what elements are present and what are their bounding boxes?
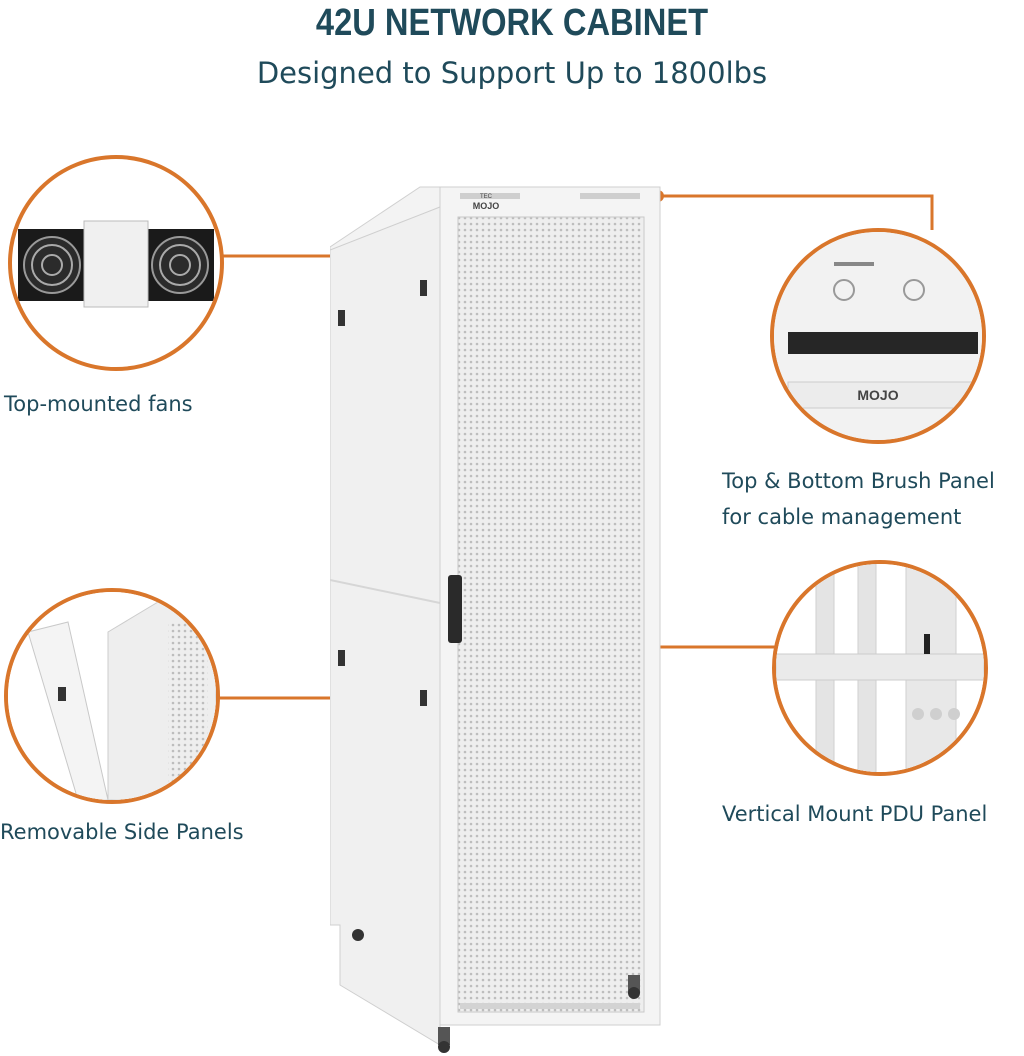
pdu-panel-illustration xyxy=(776,564,984,772)
callout-label-side-panels: Removable Side Panels xyxy=(0,820,244,844)
fan-unit-illustration xyxy=(18,220,214,308)
callout-circle-pdu-panel xyxy=(772,560,988,776)
callout-circle-brush-panel: MOJO xyxy=(770,228,986,444)
page-title: 42U NETWORK CABINET xyxy=(315,2,709,44)
callout-label-pdu-panel: Vertical Mount PDU Panel xyxy=(722,802,988,826)
brush-panel-illustration: MOJO xyxy=(774,232,982,440)
network-cabinet-illustration xyxy=(330,186,661,1053)
callout-label-brush-line1: Top & Bottom Brush Panel xyxy=(722,469,995,493)
side-panel-illustration xyxy=(8,592,216,800)
brand-logo-small: TEC xyxy=(480,194,492,200)
callout-circle-fans xyxy=(8,155,224,371)
svg-text:MOJO: MOJO xyxy=(857,387,898,403)
callout-circle-side-panels xyxy=(4,588,220,804)
brand-logo: MOJO xyxy=(472,201,500,211)
page-subtitle: Designed to Support Up to 1800lbs xyxy=(256,56,768,90)
callout-label-brush-line2: for cable management xyxy=(722,505,962,529)
callout-label-fans: Top-mounted fans xyxy=(4,392,193,416)
